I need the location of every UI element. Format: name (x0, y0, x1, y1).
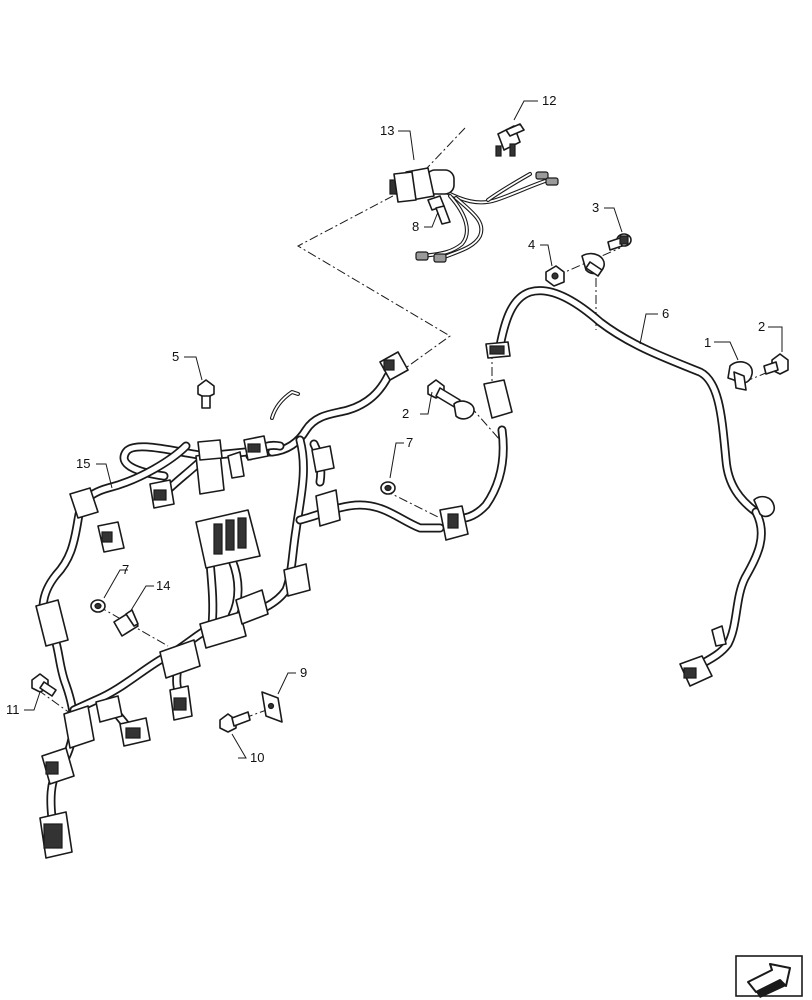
bracket-item-9 (261, 691, 283, 723)
callout-leaders (24, 100, 783, 759)
bracket-item-14 (113, 609, 139, 637)
callout-labels: 1 2 2 3 4 5 6 7 7 8 9 10 11 12 13 14 15 (6, 93, 765, 765)
callout-1: 1 (704, 335, 711, 350)
callout-15: 15 (76, 456, 90, 471)
clip-item-3-mount (581, 252, 605, 277)
callout-13: 13 (380, 123, 394, 138)
alignment-lines (37, 127, 779, 725)
bolt-item-5 (197, 379, 215, 409)
clamp-item-1 (727, 361, 753, 391)
callout-11: 11 (6, 702, 20, 717)
callout-12: 12 (542, 93, 556, 108)
callout-10: 10 (250, 750, 264, 765)
callout-9: 9 (300, 665, 307, 680)
bolt-item-11 (31, 673, 57, 697)
nut-item-4 (545, 265, 565, 287)
wiring-harness-item-6 (447, 286, 766, 671)
connector-item-12 (495, 123, 525, 157)
callout-4: 4 (528, 237, 535, 252)
callout-2-right: 2 (758, 319, 765, 334)
callout-2-center: 2 (402, 406, 409, 421)
grommet-item-7-left (90, 599, 106, 613)
next-arrow-icon[interactable] (735, 955, 803, 998)
callout-8: 8 (412, 219, 419, 234)
bolt-item-3 (607, 233, 632, 251)
sensor-harness-item-13 (389, 167, 559, 263)
bolt-item-2-center (427, 379, 475, 420)
bolt-item-8 (427, 195, 451, 225)
grommet-item-7-center (380, 481, 396, 495)
callout-7-center: 7 (406, 435, 413, 450)
bolt-item-10 (219, 711, 251, 733)
callout-7-left: 7 (122, 562, 129, 577)
bolt-item-2-right (763, 353, 789, 375)
callout-6: 6 (662, 306, 669, 321)
harness-connectors (35, 341, 776, 859)
callout-3: 3 (592, 200, 599, 215)
main-wiring-harness (38, 371, 445, 823)
callout-14: 14 (156, 578, 170, 593)
callout-5: 5 (172, 349, 179, 364)
